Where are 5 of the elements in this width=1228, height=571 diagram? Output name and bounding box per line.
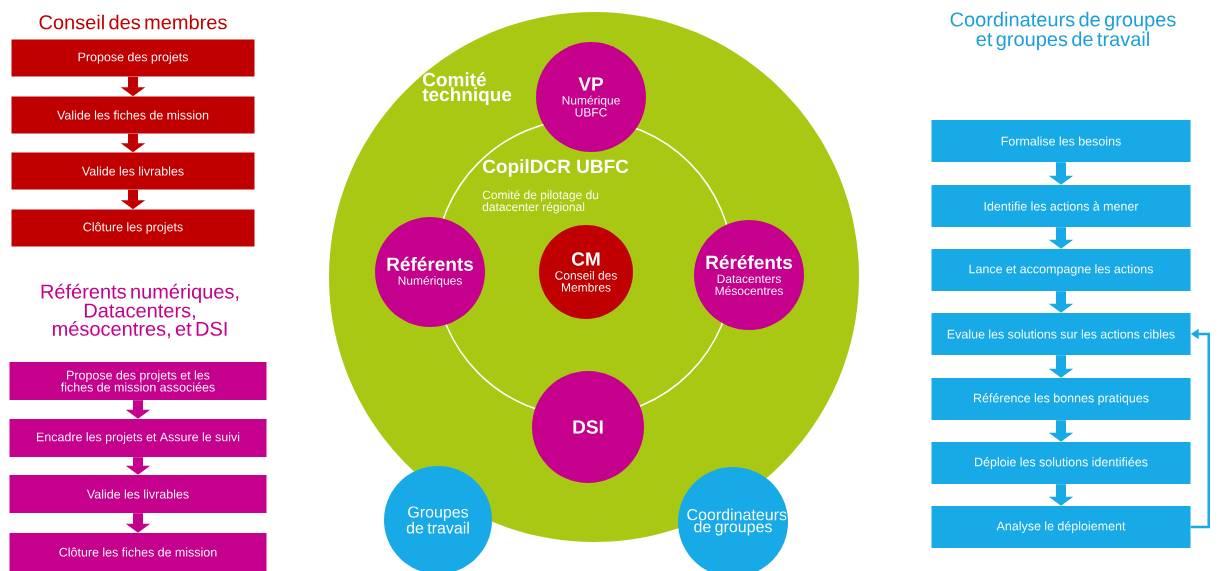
process-box: Formalise les besoins [931, 120, 1191, 162]
heading: Coordinateurs de groupes et groupes de travail [950, 11, 1176, 51]
process-box: Propose des projets et les fiches de mission associées [9, 362, 267, 400]
process-box: Propose des projets [11, 39, 255, 77]
heading: Référents numériques, Datacenters, mésocentres, et DSI [41, 283, 239, 339]
